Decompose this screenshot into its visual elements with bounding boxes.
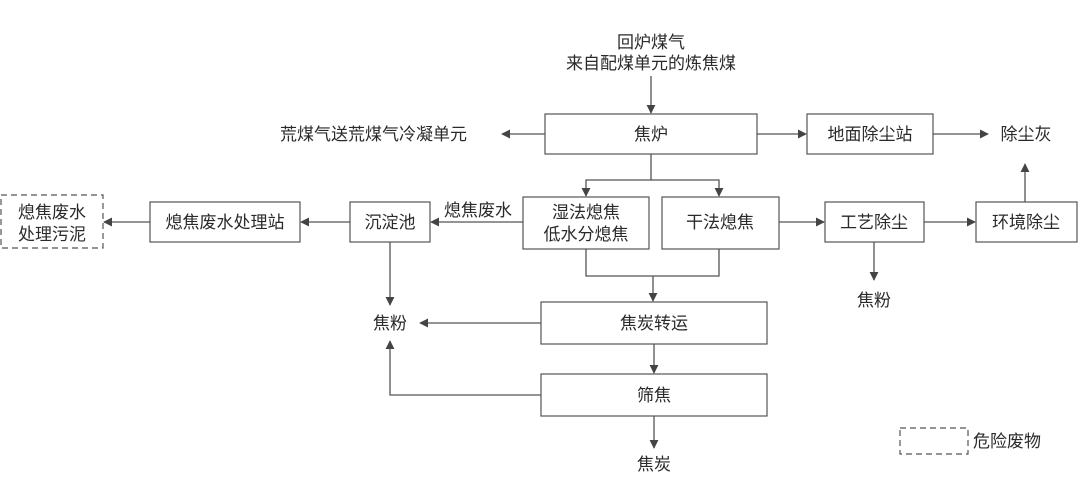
env-dust-label: 环境除尘 (992, 213, 1060, 233)
coke-oven-label: 焦炉 (634, 125, 668, 145)
input-recycle-gas-label: 回炉煤气 (617, 33, 685, 53)
legend-hazardous-waste-label: 危险废物 (973, 432, 1041, 452)
sludge-label-line2: 处理污泥 (18, 225, 86, 245)
low-water-quench-label: 低水分熄焦 (544, 225, 629, 245)
hazardous-sludge-box (0, 194, 104, 249)
wastewater-station-label: 熄焦废水处理站 (166, 213, 285, 233)
wet-quench-box (522, 196, 650, 250)
arrow-oven-to-wet-quench (581, 154, 652, 197)
coke-oven-box (544, 113, 758, 155)
arrow-screening-to-powder (385, 340, 541, 396)
quench-wastewater-label: 熄焦废水 (444, 201, 512, 221)
coke-output-label: 焦炭 (637, 455, 671, 475)
coke-screening-box (540, 373, 768, 417)
wet-quench-label: 湿法熄焦 (552, 203, 620, 223)
coke-transfer-box (540, 301, 768, 345)
process-dust-label: 工艺除尘 (840, 213, 908, 233)
coke-powder-left-label: 焦粉 (373, 314, 407, 334)
raw-gas-label: 荒煤气送荒煤气冷凝单元 (280, 125, 467, 145)
ground-dust-station-label: 地面除尘站 (828, 125, 913, 145)
coke-screening-label: 筛焦 (637, 386, 671, 406)
arrow-oven-to-dry-quench (651, 179, 724, 197)
coke-powder-right-label: 焦粉 (857, 291, 891, 311)
ground-dust-station-box (806, 113, 934, 155)
coke-transfer-label: 焦炭转运 (620, 314, 688, 334)
dust-ash-label: 除尘灰 (1001, 125, 1052, 145)
sludge-label-line1: 熄焦废水 (18, 203, 86, 223)
input-coking-coal-label: 来自配煤单元的炼焦煤 (566, 54, 736, 74)
merge-line-quench (585, 249, 720, 277)
env-dust-box (975, 201, 1078, 243)
settling-tank-label: 沉淀池 (365, 213, 416, 233)
dry-quench-label: 干法熄焦 (686, 213, 754, 233)
dry-quench-box (661, 196, 780, 250)
legend-dashed-box (899, 427, 969, 455)
